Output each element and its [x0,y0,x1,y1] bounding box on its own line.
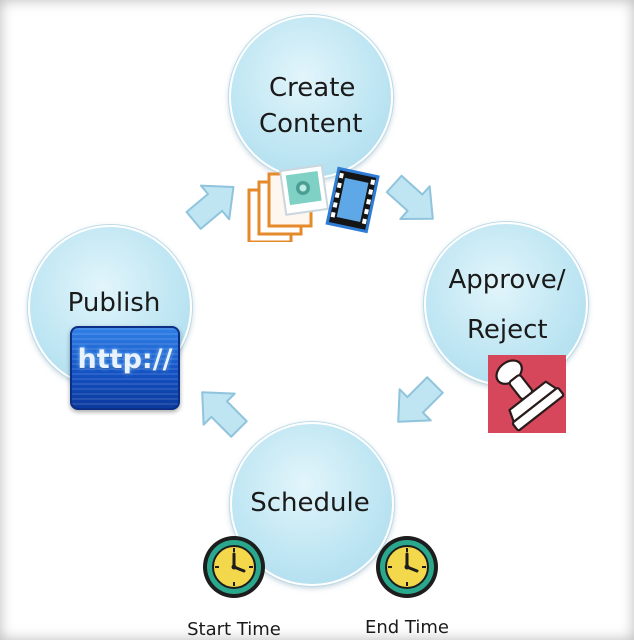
node-create-content [229,15,393,179]
clock-icon [203,536,265,598]
arrow-schedule-to-publish [185,375,256,446]
schedule-label: Schedule [250,488,370,518]
media-files-icon [247,164,380,242]
approve-label-line1: Approve/ [448,265,566,295]
publish-label: Publish [67,288,161,318]
end-time-caption: End Time [365,617,449,638]
arrow-publish-to-create [178,169,249,239]
arrow-approve-to-schedule [381,368,452,439]
create-label-line1: Create [269,73,356,103]
rubber-stamp-icon [495,359,565,432]
http-icon: http:// [70,326,180,410]
arrow-create-to-approve [378,166,449,237]
clock-icon [376,536,438,598]
start-time-caption: Start Time [187,619,281,640]
create-label-line2: Content [259,109,363,139]
http-badge-text: http:// [77,344,173,375]
approve-label-line2: Reject [467,315,548,345]
